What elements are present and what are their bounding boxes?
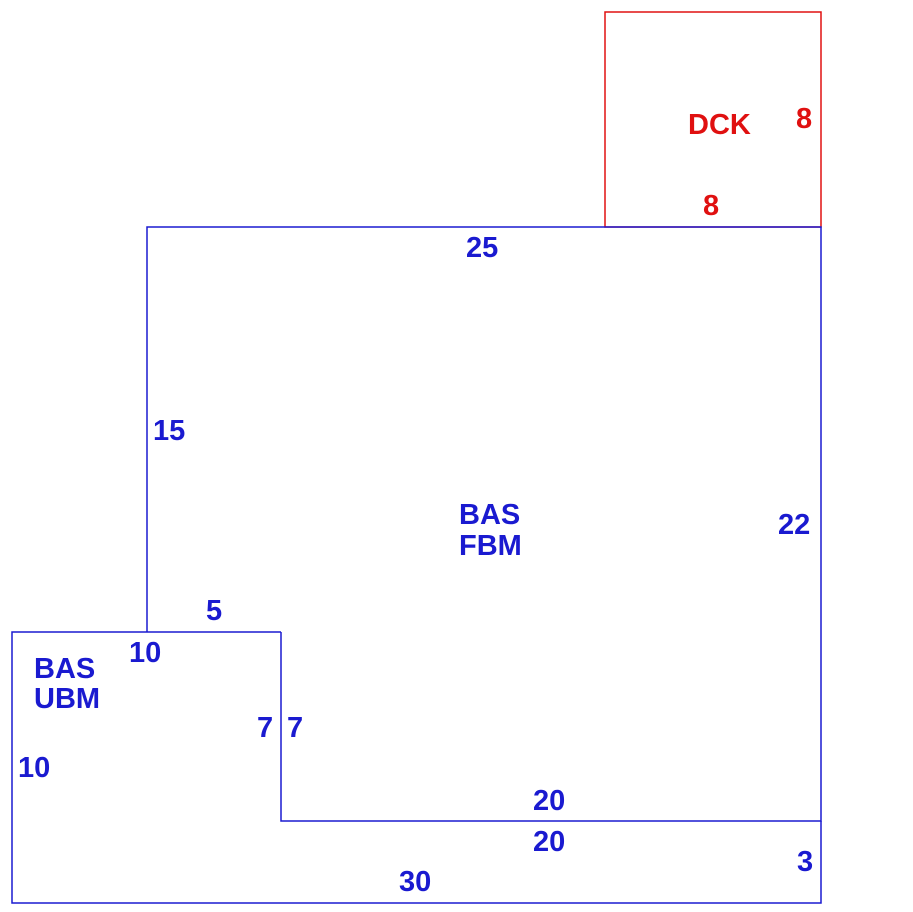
dck-bottom-dimension: 8 <box>703 190 719 222</box>
ubm-inner-right-dimension: 7 <box>257 712 273 744</box>
ubm-top-dimension: 10 <box>129 637 161 669</box>
fbm-label-line1: BAS <box>459 499 520 531</box>
fbm-left-dimension: 15 <box>153 415 185 447</box>
ubm-left-dimension: 10 <box>18 752 50 784</box>
fbm-right-dimension: 22 <box>778 509 810 541</box>
ubm-right-dimension: 3 <box>797 846 813 878</box>
fbm-inner-left-dimension: 7 <box>287 712 303 744</box>
ubm-label-line1: BAS <box>34 653 95 685</box>
fbm-step-top-dimension: 5 <box>206 595 222 627</box>
ubm-inner-bottom-dimension: 20 <box>533 826 565 858</box>
ubm-bottom-dimension: 30 <box>399 866 431 898</box>
fbm-label-line2: FBM <box>459 530 522 562</box>
ubm-outline <box>11 631 822 904</box>
fbm-top-dimension: 25 <box>466 232 498 264</box>
dck-right-dimension: 8 <box>796 103 812 135</box>
ubm-label-line2: UBM <box>34 683 100 715</box>
dck-label: DCK <box>688 109 751 141</box>
fbm-outline <box>146 226 822 822</box>
fbm-bottom-dimension: 20 <box>533 785 565 817</box>
